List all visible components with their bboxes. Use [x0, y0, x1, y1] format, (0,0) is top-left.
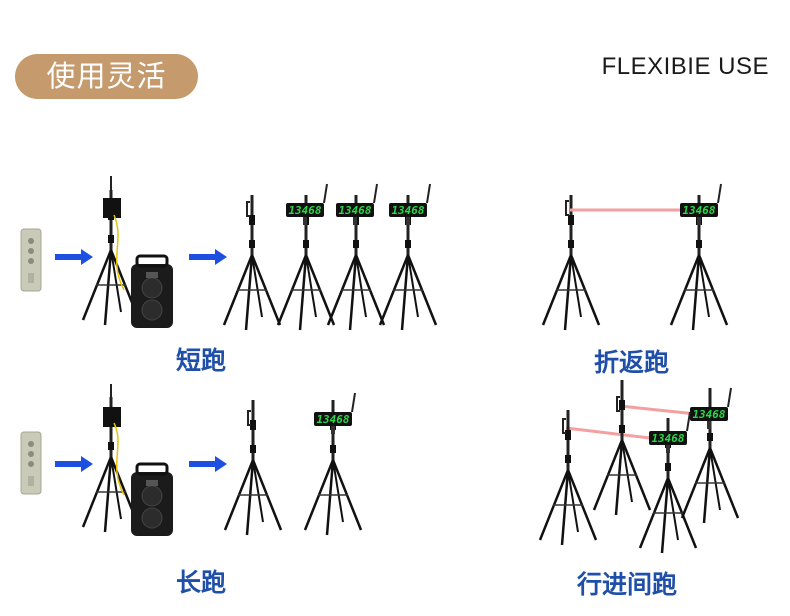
caption-long: 长跑 [176, 568, 227, 597]
base-station [81, 176, 141, 327]
sensor-icon [565, 200, 570, 216]
light-beam [619, 404, 697, 416]
tripod-icon [222, 193, 282, 332]
timer-display-3: 13468 [378, 183, 438, 332]
timer-reading: 13468 [692, 408, 725, 421]
english-title: FLEXIBIE USE [601, 53, 769, 80]
feature-badge: 使用灵活 [15, 54, 198, 99]
speaker-icon [129, 254, 175, 330]
caption-shuttle: 折返跑 [594, 348, 670, 377]
base-station [81, 384, 141, 534]
timer-display-1: 13468 [276, 183, 336, 332]
timer-display-shuttle: 13468 [669, 183, 729, 332]
remote-control-icon [20, 431, 42, 495]
arrow-icon [55, 456, 93, 472]
arrow-icon [189, 456, 227, 472]
timer-reading: 13468 [316, 413, 349, 426]
shuttle-scene: 13468 [541, 183, 729, 332]
tripod-icon [223, 398, 283, 537]
timer-display-rear: 13468 [680, 386, 740, 525]
timer-display-2: 13468 [326, 183, 386, 332]
light-beam [565, 426, 651, 440]
timer-reading: 13468 [288, 204, 321, 217]
timer-reading: 13468 [391, 204, 424, 217]
arrow-icon [55, 249, 93, 265]
long-scene: 13468 [20, 384, 363, 538]
timer-reading: 13468 [651, 432, 684, 445]
tripod-icon [592, 378, 652, 517]
timer-reading: 13468 [338, 204, 371, 217]
timer-reading: 13468 [682, 204, 715, 217]
sprint-scene: 13468 13468 13468 [20, 176, 438, 332]
running-start-scene: 13468 13468 [538, 378, 740, 555]
arrow-icon [189, 249, 227, 265]
caption-sprint: 短跑 [176, 346, 227, 375]
timer-display-long: 13468 [303, 392, 363, 537]
remote-control-icon [20, 228, 42, 292]
sensor-icon [246, 201, 251, 217]
speaker-icon [129, 462, 175, 538]
caption-running-start: 行进间跑 [577, 570, 678, 599]
tripod-icon [541, 193, 601, 332]
timer-display-front: 13468 [638, 411, 698, 555]
